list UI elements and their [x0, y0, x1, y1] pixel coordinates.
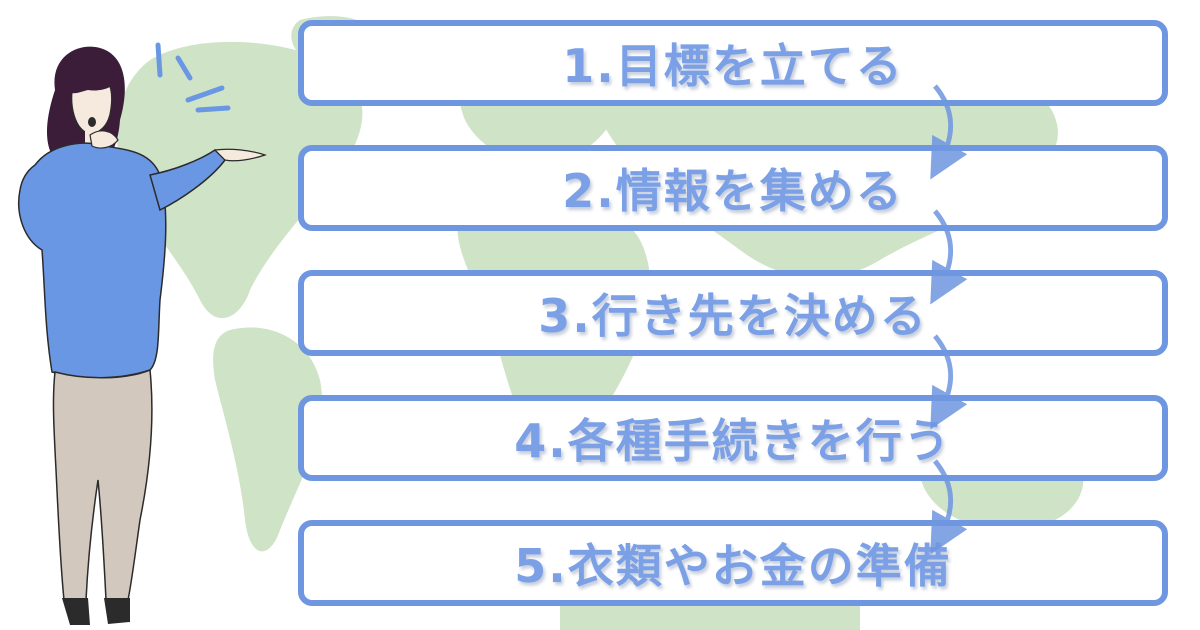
woman-figure-illustration	[18, 42, 267, 625]
shoe-right	[104, 598, 130, 624]
continent-south-america	[213, 327, 322, 552]
step-label-1: 1.目標を立てる	[562, 39, 904, 93]
step-box-4: 4.各種手続きを行う	[298, 395, 1168, 481]
hand-pointing	[213, 148, 267, 162]
continent-north-america	[116, 41, 363, 319]
surprise-lines-icon	[155, 42, 231, 113]
pants	[52, 368, 153, 601]
step-label-5: 5.衣類やお金の準備	[514, 539, 952, 593]
shoe-left	[62, 598, 90, 625]
step-box-1: 1.目標を立てる	[298, 20, 1168, 106]
step-box-2: 2.情報を集める	[298, 145, 1168, 231]
hair-bangs	[68, 69, 118, 94]
step-box-3: 3.行き先を決める	[298, 270, 1168, 356]
step-label-3: 3.行き先を決める	[538, 289, 928, 343]
step-label-4: 4.各種手続きを行う	[514, 414, 952, 468]
step-label-2: 2.情報を集める	[562, 164, 904, 218]
mouth	[88, 117, 96, 127]
step-box-5: 5.衣類やお金の準備	[298, 520, 1168, 606]
hand-chin	[89, 130, 119, 149]
